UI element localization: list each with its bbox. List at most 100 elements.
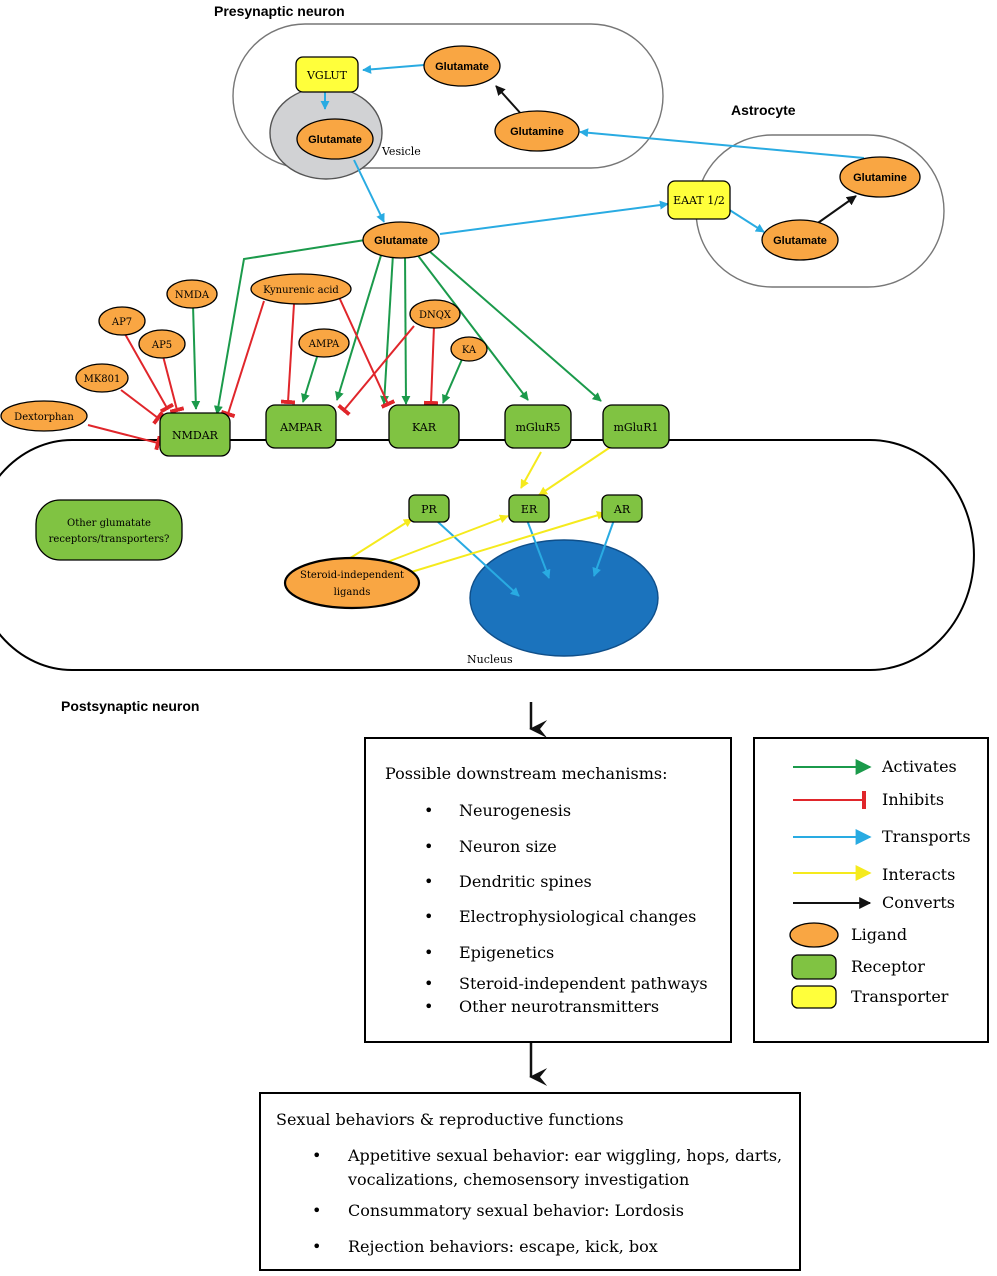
glutamate-presynaptic [423, 45, 501, 87]
nmda-label: NMDA [175, 290, 210, 301]
kar-receptor [388, 404, 460, 449]
mechanism-item: Dendritic spines [459, 872, 592, 891]
glutamate-uptake-arrow [439, 200, 669, 235]
nucleus-label: Nucleus [467, 653, 513, 666]
kynurenic-inhibits-nmdar [220, 300, 265, 419]
mechanism-bullet: • [424, 801, 433, 820]
ampar-label: AMPAR [279, 421, 323, 434]
vesicle-release-arrow [353, 159, 385, 223]
mechanism-item: Epigenetics [459, 943, 554, 962]
steroid-independent-ligands [283, 556, 421, 610]
glutamine-astrocyte [839, 156, 921, 198]
mk801-label: MK801 [84, 374, 121, 385]
legend-activates-label: Activates [881, 757, 957, 776]
steroid-independent-label-line2: ligands [334, 587, 371, 598]
ap5-inhibits-nmdar [162, 355, 185, 414]
kar-label: KAR [412, 421, 437, 434]
ap7-label: AP7 [111, 317, 132, 328]
astrocyte-label: Astrocyte [731, 102, 796, 118]
ap5-ligand [138, 329, 186, 359]
er-to-nucleus-arrow [526, 519, 551, 579]
dextorphan-inhibits-nmdar [87, 424, 162, 451]
mechanism-item: Steroid-independent pathways [459, 974, 708, 993]
legend-converts-label: Converts [882, 893, 955, 912]
ap7-ligand [98, 306, 146, 336]
ampa-label: AMPA [308, 339, 340, 350]
mechanism-bullet: • [424, 837, 433, 856]
kynurenic-acid-label: Kynurenic acid [263, 285, 339, 296]
legend-interacts-label: Interacts [882, 865, 955, 884]
mk801-ligand [75, 363, 129, 393]
legend-receptor-label: Receptor [851, 957, 925, 976]
mglur1-label: mGluR1 [613, 421, 658, 434]
eaat-transporter [667, 180, 731, 220]
legend-ligand-swatch [789, 922, 839, 948]
astrocyte-membrane [695, 134, 945, 288]
dextorphan-label: Dextorphan [14, 412, 74, 423]
steroid-interacts-pr [343, 518, 413, 563]
mglur1-interacts-er [538, 443, 616, 496]
glutamate-astrocyte [761, 219, 839, 261]
presynaptic-neuron-label: Presynaptic neuron [214, 3, 345, 19]
dnqx-ligand [409, 299, 461, 329]
steroid-independent-label-line1: Steroid-independent [300, 570, 404, 581]
kynurenic-acid-ligand [250, 273, 352, 305]
astro-glutamate-to-glutamine-arrow [814, 195, 857, 226]
mechanism-item: Neurogenesis [459, 801, 571, 820]
presynaptic-neuron-membrane [232, 23, 664, 169]
steroid-interacts-er [381, 514, 509, 565]
legend-transporter-swatch [791, 985, 837, 1009]
legend-transports-label: Transports [882, 827, 971, 846]
dextorphan-ligand [0, 400, 88, 432]
er-label: ER [521, 503, 538, 516]
nucleus [469, 539, 659, 657]
ka-activates-kar [442, 356, 464, 404]
ka-label: KA [462, 345, 477, 356]
kynurenic-inhibits-ampar [280, 303, 296, 405]
glutamate-activates-nmdar [213, 239, 366, 415]
glutamate-vesicle [296, 118, 374, 160]
behavior-item-line2: vocalizations, chemosensory investigatio… [347, 1170, 689, 1189]
postsynaptic-neuron-label: Postsynaptic neuron [61, 698, 199, 714]
behavior-bullet: • [312, 1146, 321, 1165]
vglut-label: VGLUT [306, 69, 348, 82]
other-receptors-label-line2: receptors/transporters? [49, 534, 170, 545]
dnqx-inhibits-ampar [337, 325, 415, 417]
er-receptor [508, 494, 550, 523]
glutamine-to-glutamate-arrow [495, 85, 524, 117]
glutamate-astrocyte-label: Glutamate [773, 235, 827, 247]
nmdar-receptor [159, 412, 231, 457]
postsynaptic-neuron-membrane [0, 439, 975, 671]
mglur5-receptor [504, 404, 572, 449]
legend-inhibits-label: Inhibits [882, 790, 944, 809]
mechanism-bullet: • [424, 974, 433, 993]
other-receptors-label-line1: Other glumatate [67, 518, 151, 529]
glutamate-vesicle-label: Glutamate [308, 134, 362, 146]
mglur1-receptor [602, 404, 670, 449]
glutamine-astrocyte-label: Glutamine [853, 172, 907, 184]
ar-to-nucleus-arrow [592, 519, 615, 577]
legend-ligand-label: Ligand [851, 925, 907, 944]
behaviors-box [259, 1092, 801, 1271]
glutamate-to-vglut-arrow [362, 64, 425, 74]
mechanism-item: Other neurotransmitters [459, 997, 659, 1016]
behaviors-list: • Appetitive sexual behavior: ear wiggli… [312, 1146, 782, 1256]
glutamate-presynaptic-label: Glutamate [435, 61, 489, 73]
mechanism-item: Neuron size [459, 837, 557, 856]
dnqx-label: DNQX [419, 310, 452, 321]
glutamate-activates-mglur5 [415, 252, 529, 401]
mechanisms-list: • Neurogenesis • Neuron size • Dendritic sp… [424, 801, 708, 1016]
steroid-interacts-ar [407, 511, 606, 574]
behavior-item-line1: Rejection behaviors: escape, kick, box [348, 1237, 658, 1256]
glutamine-presynaptic [494, 110, 580, 152]
behavior-item-line1: Appetitive sexual behavior: ear wiggling… [347, 1146, 782, 1165]
mechanism-bullet: • [424, 997, 433, 1016]
glutamate-activates-kar-1 [379, 253, 394, 405]
mechanisms-title: Possible downstream mechanisms: [385, 764, 667, 783]
behaviors-title: Sexual behaviors & reproductive function… [276, 1110, 624, 1129]
pr-to-nucleus-arrow [437, 521, 520, 597]
pr-receptor [408, 494, 450, 523]
mechanism-item: Electrophysiological changes [459, 907, 696, 926]
